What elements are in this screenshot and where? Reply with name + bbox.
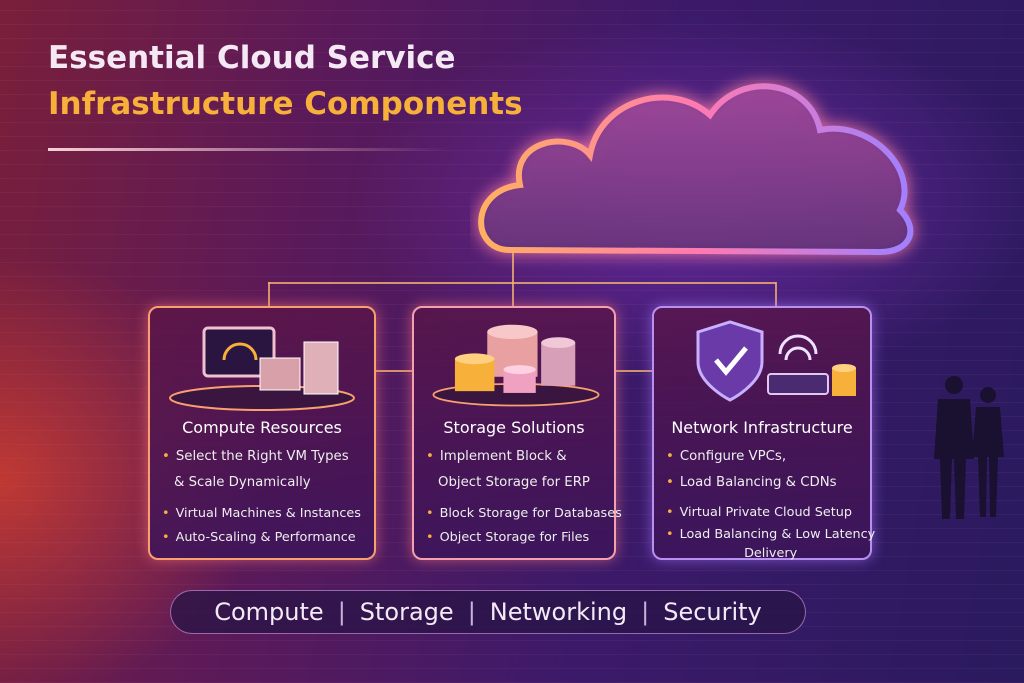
footer-item-compute: Compute — [214, 598, 324, 626]
card-title: Storage Solutions — [443, 418, 585, 437]
card-bullets: •Configure VPCs, •Load Balancing & CDNs — [666, 449, 837, 490]
detail-text: Object Storage for Files — [439, 530, 590, 545]
footer-categories-bar: Compute | Storage | Networking | Securit… — [170, 590, 806, 634]
footer-item-storage: Storage — [359, 598, 454, 626]
footer-item-security: Security — [663, 598, 762, 626]
separator: | — [337, 598, 346, 626]
title-line-2: Infrastructure Components — [48, 86, 523, 122]
card-storage-solutions: Storage Solutions •Implement Block & Obj… — [412, 306, 622, 560]
bullet-text: & Scale Dynamically — [174, 475, 311, 490]
detail-text: Virtual Machines & Instances — [175, 506, 361, 521]
bullet-text: Implement Block & — [439, 449, 567, 464]
title-line-1: Essential Cloud Service — [48, 40, 456, 76]
card-network-infrastructure: Network Infrastructure •Configure VPCs, … — [652, 306, 876, 561]
footer-item-networking: Networking — [489, 598, 628, 626]
bullet-text: Select the Right VM Types — [175, 449, 349, 464]
card-details: •Block Storage for Databases •Object Sto… — [426, 506, 622, 545]
cloud-icon — [478, 83, 914, 256]
bullet-text: Configure VPCs, — [679, 449, 787, 464]
detail-text: Delivery — [744, 546, 798, 561]
detail-text: Block Storage for Databases — [439, 506, 622, 521]
shield-router-icon — [696, 320, 856, 402]
business-people-silhouette — [934, 376, 1004, 519]
bullet-text: Load Balancing & CDNs — [679, 475, 837, 490]
computer-servers-icon — [169, 326, 355, 411]
card-compute-resources: Compute Resources •Select the Right VM T… — [148, 306, 376, 560]
detail-text: Load Balancing & Low Latency — [679, 527, 876, 542]
detail-text: Virtual Private Cloud Setup — [679, 505, 852, 520]
card-bullets: •Implement Block & Object Storage for ER… — [426, 444, 590, 496]
title-underline — [48, 148, 448, 151]
card-title: Network Infrastructure — [671, 418, 853, 437]
bullet-text: Object Storage for ERP — [438, 475, 590, 490]
separator: | — [467, 598, 476, 626]
card-bullets: •Select the Right VM Types & Scale Dynam… — [162, 444, 349, 496]
card-title: Compute Resources — [182, 418, 342, 437]
detail-text: Auto-Scaling & Performance — [175, 530, 356, 545]
separator: | — [641, 598, 650, 626]
card-details: •Virtual Private Cloud Setup •Load Balan… — [666, 505, 876, 561]
card-details: •Virtual Machines & Instances •Auto-Scal… — [162, 506, 361, 545]
database-storage-icon — [432, 324, 600, 407]
